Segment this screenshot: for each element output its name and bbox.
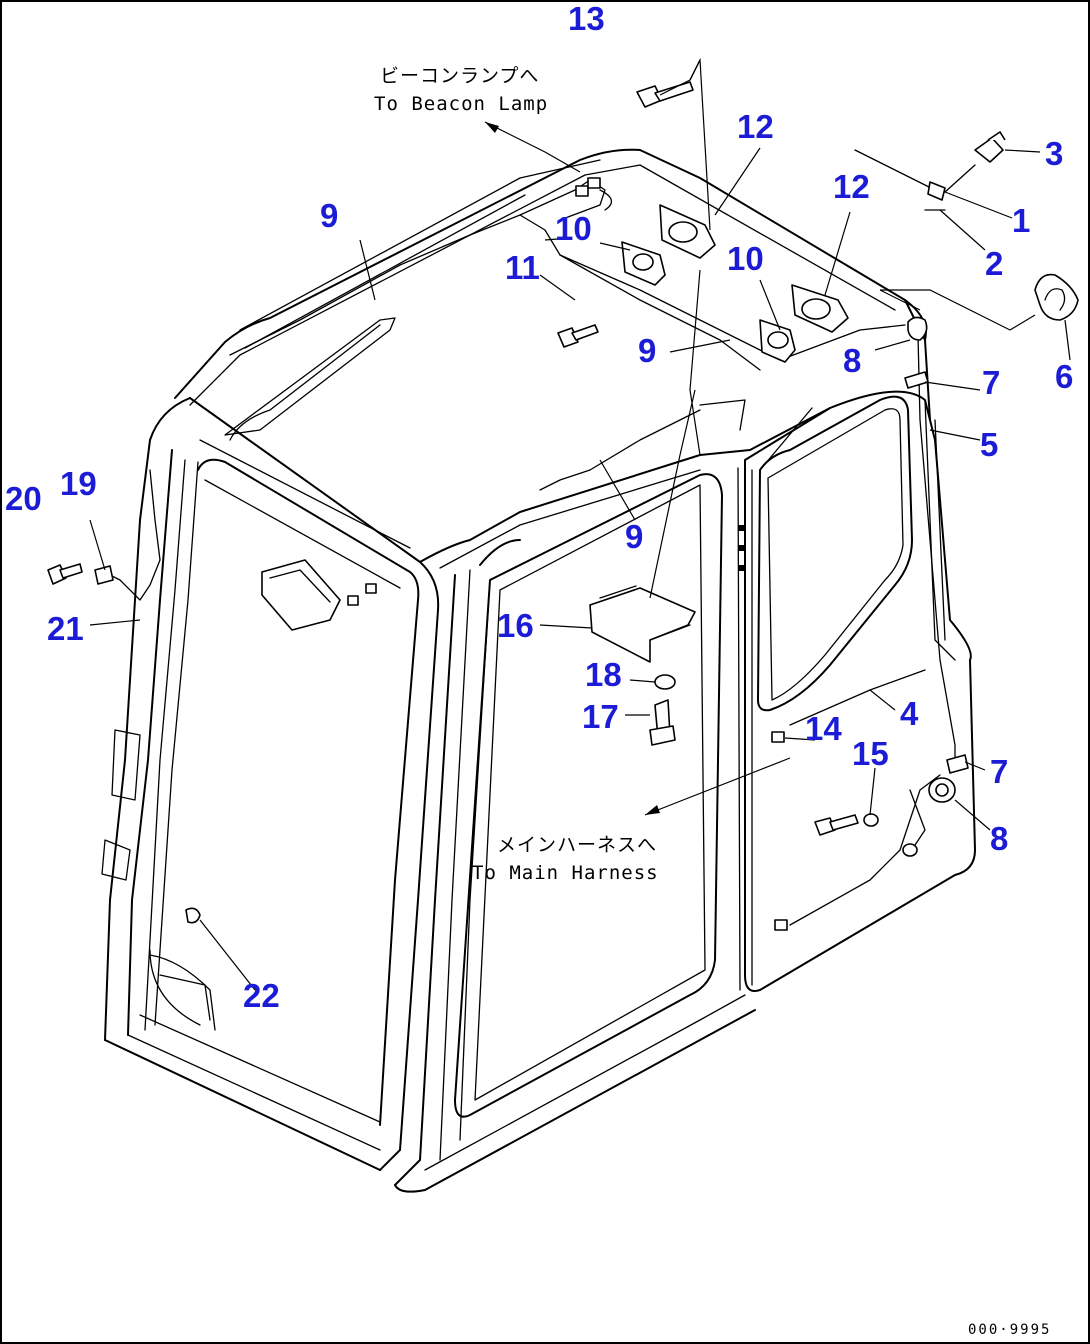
washer-15a-icon (863, 813, 879, 827)
callout-15: 15 (852, 735, 889, 772)
bolt-3-icon (974, 131, 1006, 163)
callout-1: 1 (1012, 202, 1030, 239)
callout-12: 12 (833, 168, 870, 205)
bolt-20-icon (47, 563, 83, 585)
callout-10: 10 (727, 240, 764, 277)
note-beacon-jp: ビーコンランプへ (380, 65, 539, 87)
connector-small-icon (575, 185, 589, 197)
callout-18: 18 (585, 656, 622, 693)
callout-7: 7 (982, 364, 1000, 401)
callout-21: 21 (47, 610, 84, 647)
speaker-12a-icon (659, 204, 716, 259)
hinge-dot (738, 565, 744, 571)
callout-14: 14 (805, 710, 842, 747)
clip-22-icon (185, 907, 201, 924)
speaker-cover-10b-icon (759, 319, 796, 363)
screw-11-icon (557, 324, 599, 348)
callout-13: 13 (568, 0, 605, 37)
callout-10: 10 (555, 210, 592, 247)
callout-9: 9 (638, 332, 656, 369)
callout-8: 8 (990, 820, 1008, 857)
connector-8b-icon (928, 777, 956, 803)
figure-code: 000·9995 (968, 1322, 1051, 1338)
connector-small-icon (774, 919, 788, 931)
bracket-16-icon (589, 585, 696, 663)
callout-20: 20 (5, 480, 42, 517)
callout-22: 22 (243, 977, 280, 1014)
work-lamp-icon (261, 559, 377, 631)
clip-7b-icon (946, 754, 969, 774)
callout-9: 9 (625, 518, 643, 555)
grommet-6-icon (1034, 273, 1079, 321)
bolt-17-icon (649, 699, 676, 746)
connector-19-icon (94, 565, 114, 585)
callout-6: 6 (1055, 358, 1073, 395)
connector-small-icon (587, 177, 601, 189)
callout-19: 19 (60, 465, 97, 502)
callout-16: 16 (497, 607, 534, 644)
callout-11: 11 (505, 249, 540, 286)
callout-3: 3 (1045, 135, 1063, 172)
callout-5: 5 (980, 426, 998, 463)
callout-12: 12 (737, 108, 774, 145)
leader-lines (89, 57, 1071, 991)
arrow-harness-icon (645, 805, 660, 815)
speaker-12b-icon (791, 284, 849, 333)
note-harness-jp: メインハーネスへ (497, 834, 657, 856)
clip-7a-icon (904, 371, 929, 389)
washer-18-icon (654, 674, 676, 690)
callout-4: 4 (900, 695, 919, 732)
callout-labels: 13 12 12 3 1 2 9 10 10 11 9 8 6 7 5 20 1… (5, 0, 1073, 1014)
hinge-dot (738, 545, 744, 551)
connector-8a-icon (907, 316, 928, 341)
arrow-beacon-icon (485, 122, 499, 133)
callout-17: 17 (582, 698, 619, 735)
callout-9: 9 (320, 197, 338, 234)
antenna-1-icon (854, 149, 976, 201)
callout-2: 2 (985, 245, 1003, 282)
washer-15b-icon (902, 843, 918, 857)
harness-lines (99, 179, 956, 926)
callout-8: 8 (843, 342, 861, 379)
connector-small-icon (771, 731, 785, 743)
callout-7: 7 (990, 753, 1008, 790)
speaker-cover-10a-icon (621, 241, 666, 286)
cab-body (101, 148, 976, 1193)
bolt-13-icon (636, 81, 694, 108)
cab-parts (47, 81, 1079, 931)
bolt-14-icon (814, 814, 859, 836)
hinge-dot (738, 525, 744, 531)
note-harness-en: To Main Harness (472, 862, 659, 884)
note-beacon-en: To Beacon Lamp (374, 93, 548, 115)
